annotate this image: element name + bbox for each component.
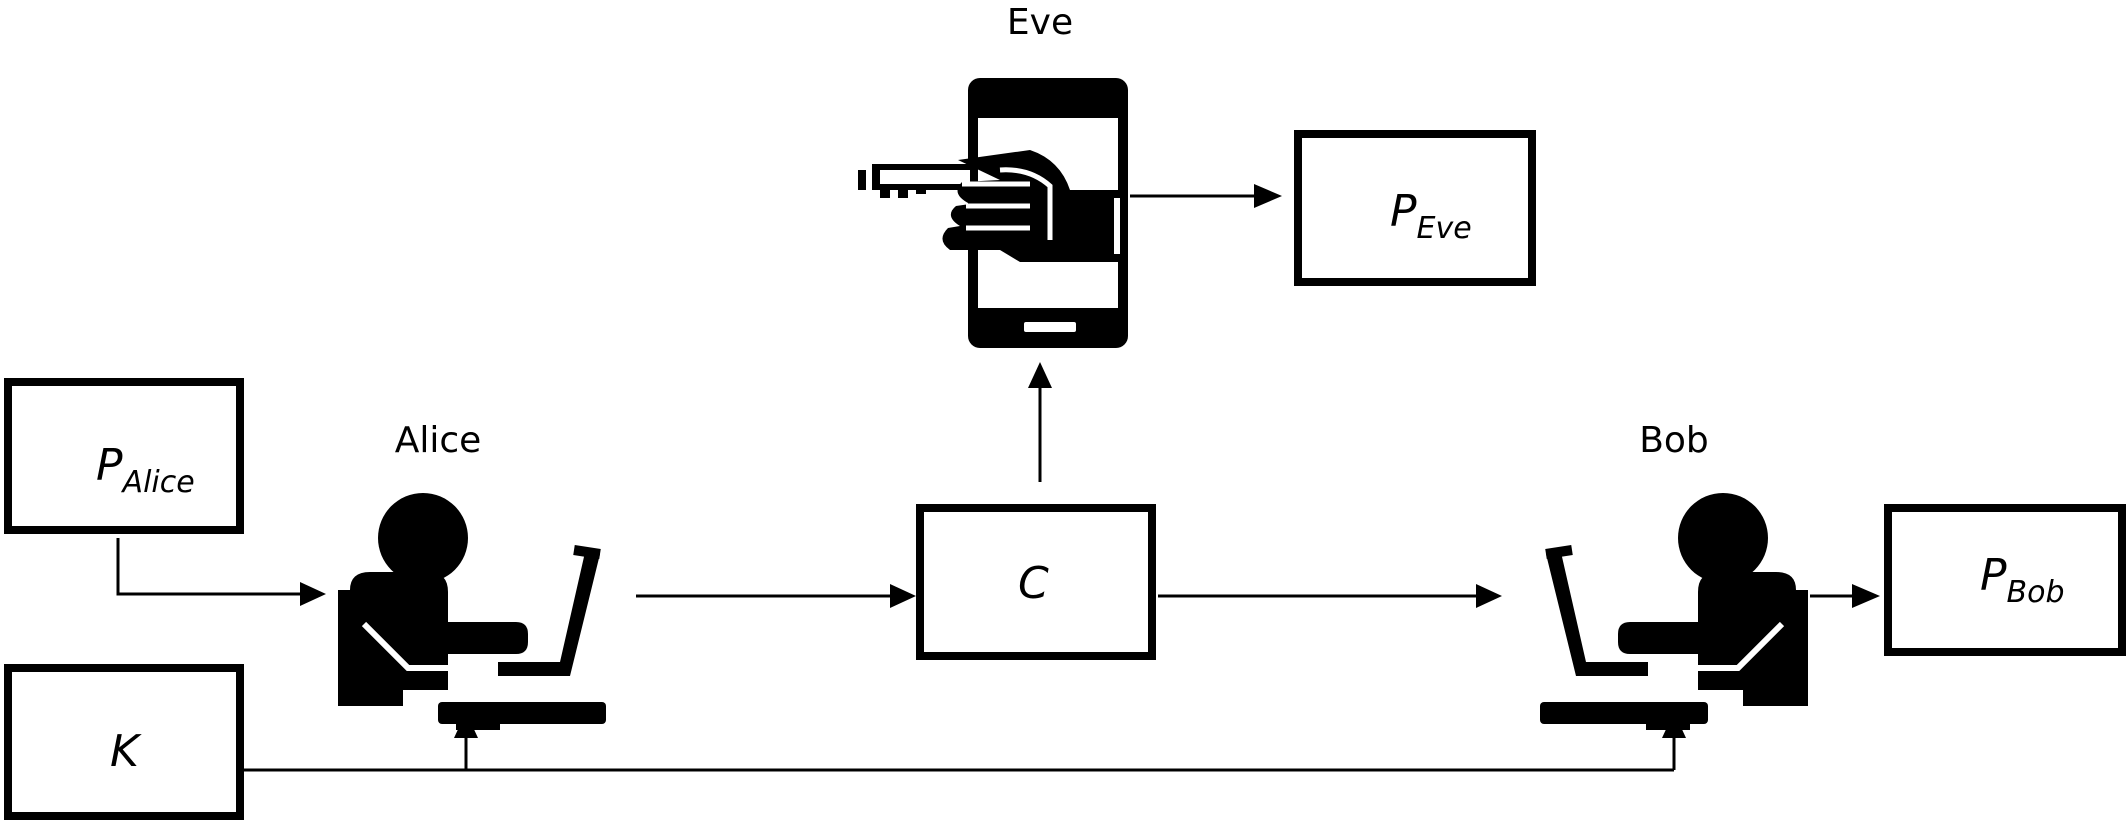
box-p-bob: PBob (1884, 504, 2126, 656)
edge-c-to-bob (1158, 584, 1502, 608)
box-k: K (4, 664, 244, 820)
edge-k-to-alice-bob (242, 712, 1686, 772)
phone-hand-key-icon (858, 78, 1128, 348)
edge-eve-to-p-eve (1130, 184, 1282, 208)
edge-bob-to-p-bob (1810, 584, 1880, 608)
box-c-label: C (1018, 558, 1049, 609)
box-p-bob-label: PBob (1980, 550, 2065, 610)
box-k-label: K (110, 726, 142, 777)
actor-alice-name: Alice (395, 420, 482, 461)
box-c: C (916, 504, 1156, 660)
box-p-eve: PEve (1294, 130, 1536, 286)
box-p-alice-label: PAlice (96, 440, 195, 500)
edge-alice-to-c (636, 584, 916, 608)
actor-bob-name: Bob (1639, 420, 1709, 461)
box-p-eve-label: PEve (1390, 186, 1472, 246)
edge-p-alice-to-alice (116, 538, 326, 606)
person-laptop-icon (1540, 493, 1808, 730)
actor-eve-name: Eve (1007, 2, 1073, 43)
box-p-alice: PAlice (4, 378, 244, 534)
edge-c-to-eve (1028, 362, 1052, 482)
person-laptop-icon (338, 493, 606, 730)
